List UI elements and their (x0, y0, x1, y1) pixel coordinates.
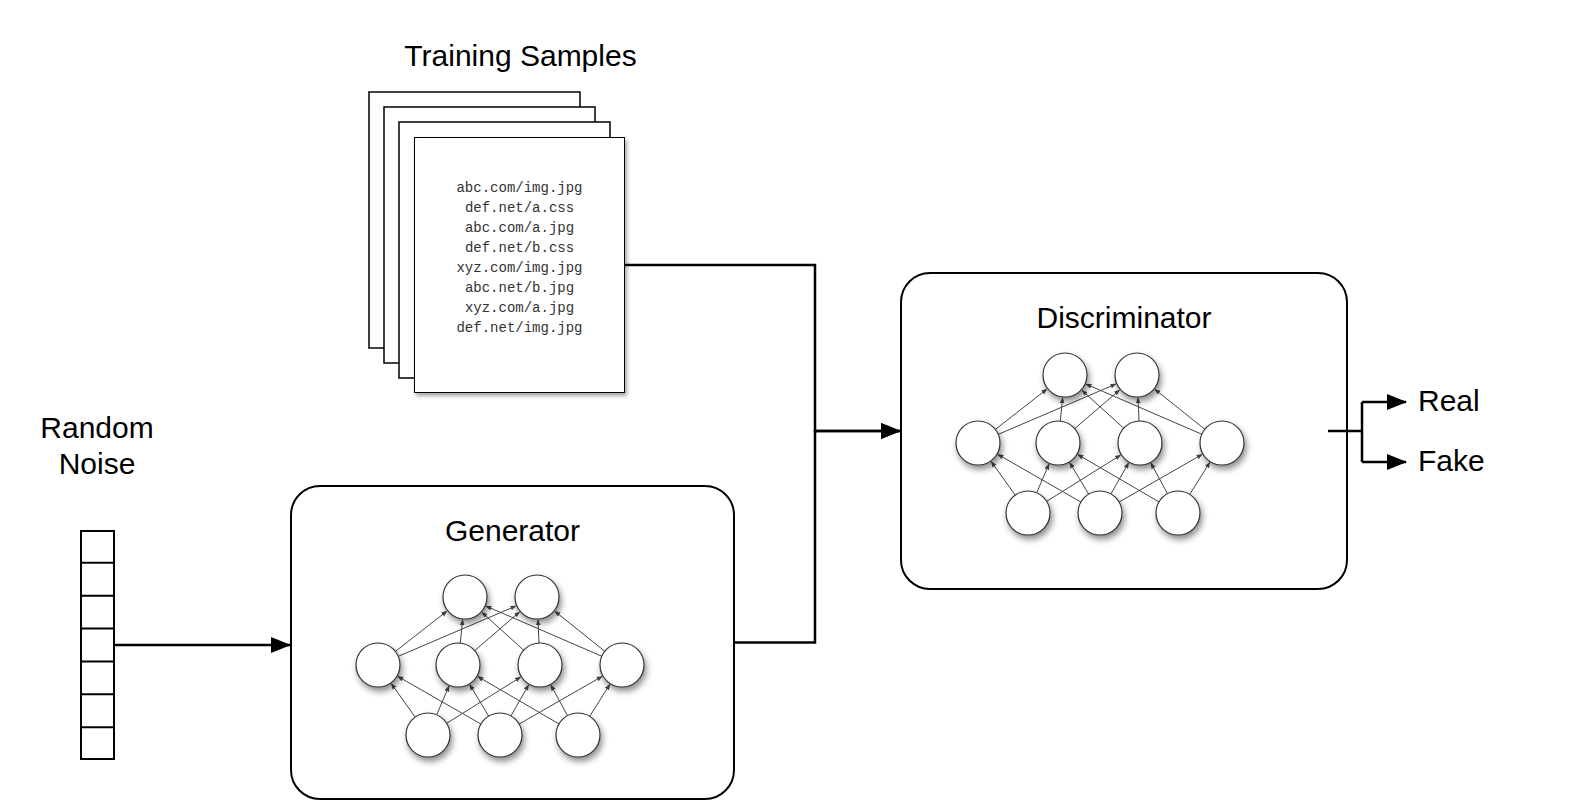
document-page: Training Samplesabc.com/img.jpg def.net/… (414, 137, 625, 393)
output-label: Fake (1418, 443, 1485, 479)
network-illustration (956, 353, 1244, 535)
output-arrows (1328, 402, 1406, 462)
flow-arrow (625, 265, 900, 431)
output-label: Real (1418, 383, 1480, 419)
node-heading: Random Noise (22, 410, 172, 482)
generator-box: Generator (290, 485, 735, 800)
flow-arrow (115, 644, 290, 647)
node-heading: Training Samples (305, 38, 736, 74)
flow-arrow (735, 431, 900, 643)
box-title: Generator (292, 487, 733, 549)
box-title: Discriminator (902, 274, 1346, 336)
discriminator-box: Discriminator (900, 272, 1348, 590)
noise-vector-cells (80, 563, 115, 727)
url-list: abc.com/img.jpg def.net/a.css abc.com/a.… (452, 178, 586, 338)
noise-vector: Random Noise (80, 530, 115, 760)
network-illustration (356, 575, 644, 757)
document-stack (369, 92, 610, 378)
